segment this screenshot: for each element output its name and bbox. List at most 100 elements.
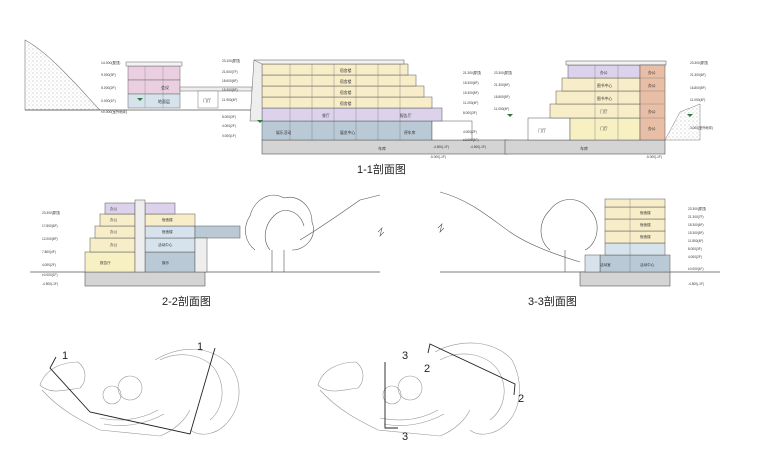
keyplan-right xyxy=(317,342,520,437)
elevation-stack-far-right: 23.300(屋顶) 21.300(6F) 16.800(5F) 11.000(… xyxy=(690,60,713,130)
elev-fr-2: 16.800(5F) xyxy=(690,86,706,90)
s2-core xyxy=(134,199,146,273)
keyplan-left-mark-a: 1 xyxy=(62,350,68,362)
elev-left-1: 9.000(3F) xyxy=(101,73,116,77)
elev-left-3: 0.000(1F) xyxy=(101,99,116,103)
s3-hill xyxy=(439,191,581,263)
s3-elev-7: ±0.000(1F) xyxy=(688,267,704,271)
elevation-stack-right: 23.300(屋顶) 21.300(6F) 16.800(5F) 11.000(… xyxy=(494,70,512,111)
s2-break-line xyxy=(377,227,385,237)
datum-markers-s1 xyxy=(137,98,693,123)
mid-room-9: 停车库 xyxy=(404,130,416,135)
right-entry-label: 门厅 xyxy=(538,127,546,133)
s2-room-l2: 办公 xyxy=(110,229,118,234)
link-lobby-label: 门厅 xyxy=(203,97,211,103)
elev-mr-4: 8.000(3F) xyxy=(463,111,477,115)
s3-f5 xyxy=(604,206,666,220)
s3-room-0: 宿舍楼 xyxy=(640,210,651,215)
elev-left-0: 14.000(屋顶) xyxy=(101,60,120,65)
s2-bridge xyxy=(194,225,241,239)
keyplan-right-mark-2a: 2 xyxy=(424,363,430,375)
link-lobby xyxy=(197,90,219,109)
elev-ml-4: 11.900(4F) xyxy=(222,98,237,102)
s3-elev-8: -4.500(-1F) xyxy=(688,282,704,286)
keyplan-left-mark-b: 1 xyxy=(197,341,203,353)
s2-basement xyxy=(84,271,206,287)
s3-f6 xyxy=(604,198,666,208)
s2-room-r3: 活动中心 xyxy=(158,242,173,247)
mid-room-5: 餐厅 xyxy=(322,113,330,118)
datum-marker xyxy=(507,114,513,117)
keyplan-right-mark-3b: 3 xyxy=(402,431,408,443)
elev-r-2: 16.800(5F) xyxy=(494,95,510,99)
elevation-stack-s2: 23.300(屋顶) 17.800(6F) 12.000(5F) 7.800(4… xyxy=(42,210,60,286)
s2-room-l0: 办公 xyxy=(110,206,118,211)
tree-icon xyxy=(245,194,314,251)
elev-mr-2: 15.300(5F) xyxy=(463,91,479,95)
left-building-floor-3 xyxy=(127,65,181,81)
right-room-1: 图书中心 xyxy=(597,83,612,88)
elev-mr-3: 11.200(4F) xyxy=(463,101,478,105)
basement-elev-0: -4.500(-1F) xyxy=(433,145,449,149)
section-cut-line-2 xyxy=(427,343,516,396)
s3-elev-2: 18.300(6F) xyxy=(688,223,704,227)
elev-ml-0: 23.100(屋顶) xyxy=(222,58,240,63)
elev-left-2: 5.000(2F) xyxy=(101,86,116,90)
elev-ml-5: 8.000(3F) xyxy=(222,115,236,119)
section-cut-line-1 xyxy=(49,347,216,435)
keyplan-outline xyxy=(439,353,505,421)
mid-room-7: 展览中心 xyxy=(340,130,355,135)
right-room-0: 办公 xyxy=(600,70,608,75)
s3-basement xyxy=(579,271,671,287)
keyplan-right-cutlines xyxy=(384,343,516,429)
right-end-2: 办公 xyxy=(648,109,656,114)
right-building: 车库 门厅 办公 图书中心 图书中心 门厅 xyxy=(504,60,701,155)
keyplan-outline xyxy=(159,354,223,421)
s2-bridge-support xyxy=(194,237,208,273)
right-room-3: 门厅 xyxy=(600,109,608,114)
s2-elev-0: 23.300(屋顶) xyxy=(42,210,60,215)
right-end-3: 办公 xyxy=(648,126,656,131)
keyplan-tree xyxy=(382,385,402,405)
section-2-2: 办公 办公 办公 办公 报告厅 宿舍楼 宿舍楼 活动中心 娱乐 23.300(屋… xyxy=(30,194,385,308)
bridge-link xyxy=(179,86,253,92)
tree-icon xyxy=(264,210,305,251)
s2-room-l5: 报告厅 xyxy=(100,260,111,265)
elev-fr-4: 3.000(室外地坪) xyxy=(690,125,713,130)
right-roof xyxy=(565,60,667,66)
right-end-column xyxy=(639,64,666,141)
elev-r-1: 21.300(6F) xyxy=(494,83,510,87)
keyplan-outline xyxy=(319,389,471,437)
elev-left-4: ±0.000(室外地坪) xyxy=(101,109,127,114)
left-building-roof xyxy=(125,61,183,67)
right-entry xyxy=(527,117,571,141)
left-building-floor-1 xyxy=(127,93,181,109)
elev-mr-5: 4.000(2F) xyxy=(463,130,477,134)
s3-elev-0: 23.300(屋顶) xyxy=(688,206,706,211)
left-building: 会议 地面层 门厅 xyxy=(125,61,253,109)
section-3-3: 宿舍楼 宿舍楼 宿舍楼 活动中心 活动室 23.300(屋顶) 21.300(7… xyxy=(437,191,720,308)
middle-building: 车库 宿舍楼 宿舍楼 xyxy=(249,59,509,155)
elev-fr-1: 21.300(6F) xyxy=(690,73,706,77)
s3-elev-6: 4.000(2F) xyxy=(688,255,702,259)
s3-elev-4: 11.800(4F) xyxy=(688,239,703,243)
left-building-lower-label: 地面层 xyxy=(158,98,170,104)
keyplan-right-mark-3a: 3 xyxy=(402,350,408,362)
left-building-mid-label: 会议 xyxy=(161,84,169,90)
datum-marker xyxy=(687,114,693,117)
keyplan-outline xyxy=(39,361,86,392)
s3-f4 xyxy=(604,218,666,232)
s3-elev-3: 15.300(5F) xyxy=(688,231,704,235)
section-1-1-title: 1-1剖面图 xyxy=(357,162,406,176)
section-2-2-title: 2-2剖面图 xyxy=(162,294,211,308)
elev-ml-7: 0.000(1F) xyxy=(222,134,236,138)
datum-marker xyxy=(257,120,263,123)
section-1-1: 会议 地面层 门厅 14.000(屋顶) 9.000(3F) 5.000(2F)… xyxy=(24,39,713,176)
s2-room-l1: 办公 xyxy=(110,217,118,222)
s2-room-r1: 宿舍楼 xyxy=(162,229,173,234)
mid-room-1: 宿舍楼 xyxy=(340,79,352,84)
s3-f2 xyxy=(604,242,666,256)
elev-r-0: 23.300(屋顶) xyxy=(494,70,512,75)
s3-room-5: 活动中心 xyxy=(640,262,655,267)
